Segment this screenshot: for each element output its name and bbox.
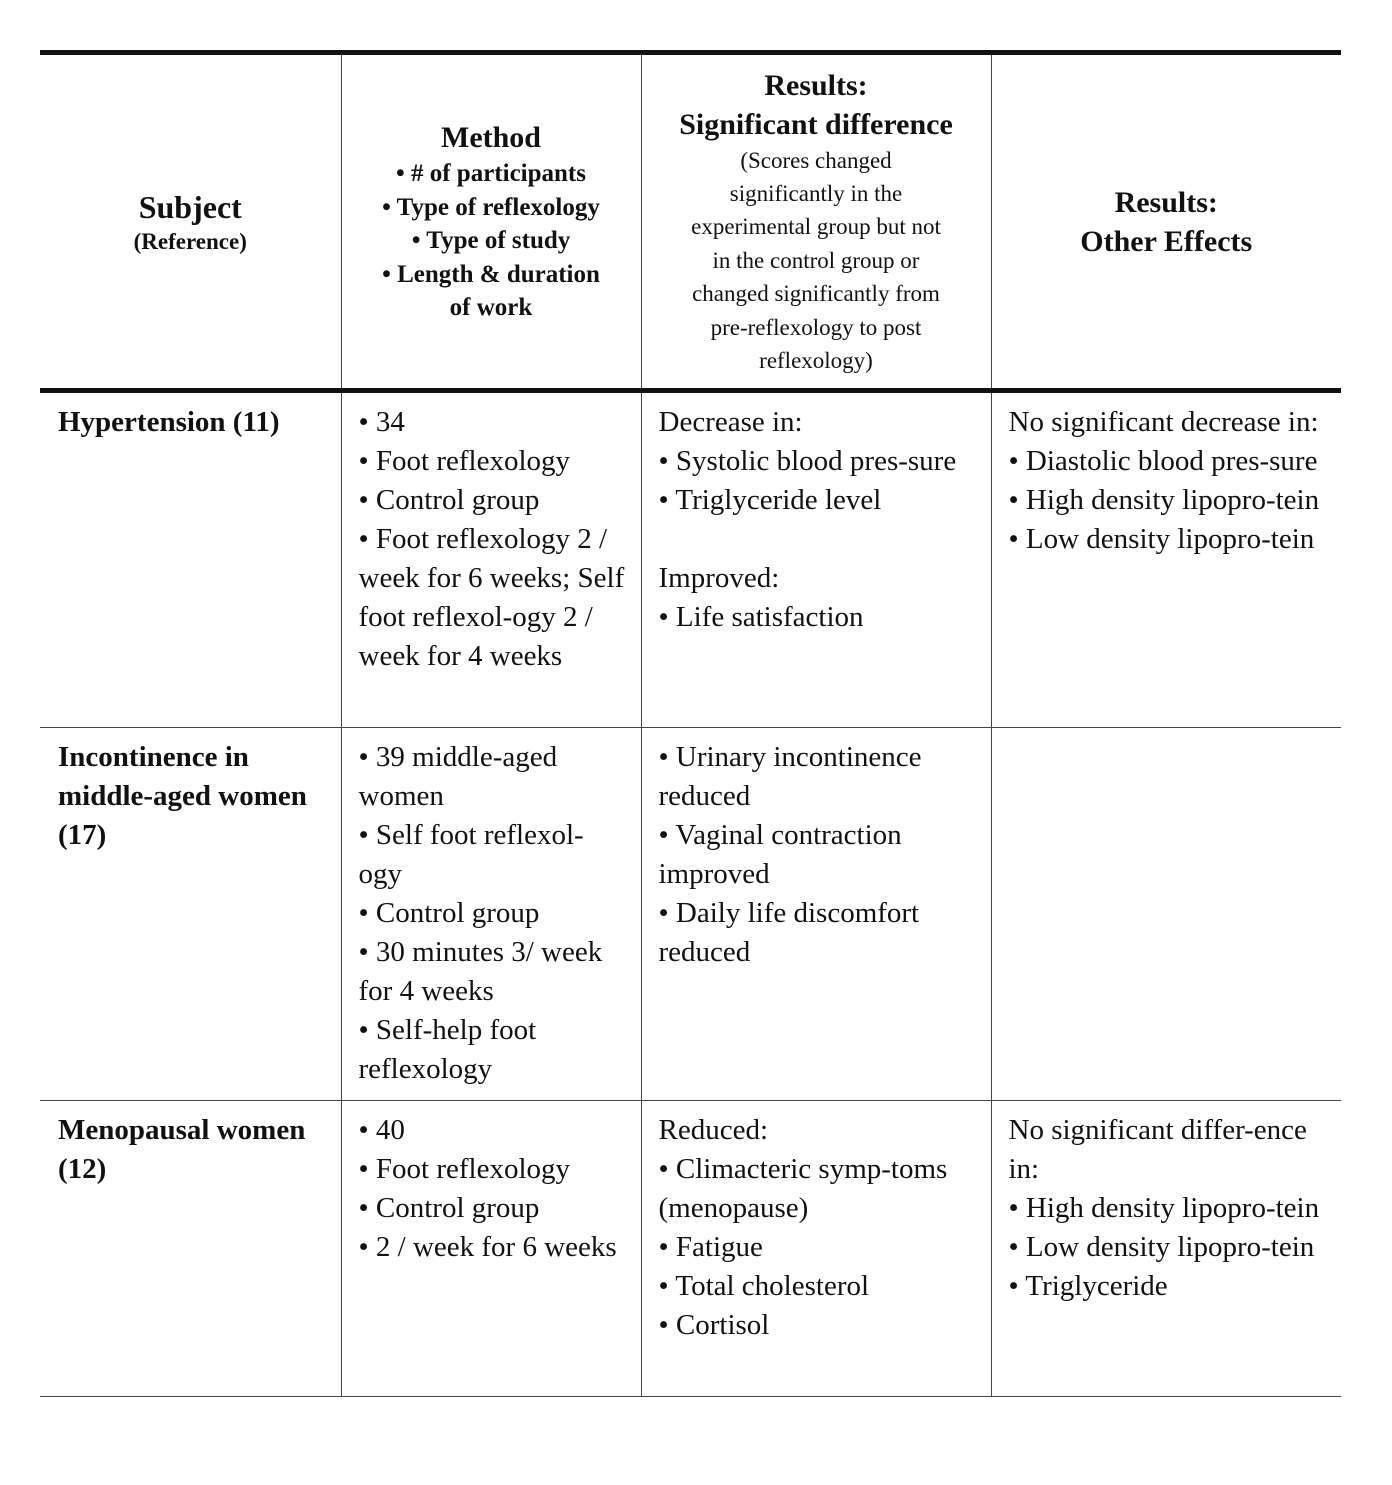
- header-method: Method • # of participants • Type of ref…: [340, 52, 641, 391]
- header-significant-note: significantly in the: [729, 180, 903, 206]
- table-body: Hypertension (11) • 34 • Foot reflexolog…: [40, 390, 1341, 1397]
- method-item: • Self-help foot reflexology: [358, 1014, 537, 1085]
- cell-other: [990, 727, 1341, 1101]
- cell-significant: Reduced: • Climacteric symp-toms (menopa…: [640, 1100, 991, 1397]
- significant-item: • Urinary incontinence reduced: [658, 741, 922, 812]
- other-item: • High density lipopro-tein: [1008, 1192, 1320, 1224]
- header-significant-note: in the control group or: [712, 247, 920, 273]
- cell-other: No significant decrease in: • Diastolic …: [990, 390, 1341, 728]
- significant-item: • Vaginal contraction improved: [658, 819, 902, 890]
- header-significant-note: reflexology): [759, 348, 873, 374]
- other-item: No significant differ-ence in:: [1008, 1114, 1307, 1185]
- significant-item: • Daily life discomfort reduced: [658, 897, 920, 968]
- significant-item: • Climacteric symp-toms (menopause): [658, 1153, 948, 1224]
- cell-subject: Menopausal women (12): [40, 1101, 341, 1397]
- method-item: • Control group: [358, 484, 540, 516]
- header-other-title-1: Results:: [1114, 185, 1218, 219]
- header-method-bullet: of work: [449, 294, 533, 322]
- header-method-bullet: • Type of reflexology: [382, 193, 600, 221]
- header-significant-title-1: Results:: [764, 68, 868, 102]
- method-item: • Control group: [358, 1192, 540, 1224]
- significant-item: • Total cholesterol: [658, 1270, 870, 1302]
- cell-method: • 39 middle-aged women • Self foot refle…: [340, 727, 641, 1101]
- subject-text: Incontinence in middle-aged women (17): [58, 741, 307, 851]
- header-subject-note: (Reference): [133, 228, 247, 254]
- significant-item: Decrease in:: [658, 406, 803, 438]
- method-item: • 39 middle-aged women: [358, 741, 558, 812]
- significant-item: • Cortisol: [658, 1309, 770, 1341]
- header-significant-note: experimental group but not: [691, 214, 941, 240]
- significant-item: • Fatigue: [658, 1231, 763, 1263]
- paragraph-gap: [659, 520, 977, 559]
- header-subject-title: Subject: [138, 188, 242, 225]
- significant-item: • Life satisfaction: [658, 601, 864, 633]
- method-item: • Control group: [358, 897, 540, 929]
- significant-item: Improved:: [658, 562, 780, 594]
- cell-subject: Hypertension (11): [40, 391, 341, 728]
- header-subject: Subject (Reference): [40, 53, 341, 391]
- other-item: No significant decrease in:: [1008, 406, 1319, 438]
- header-other: Results: Other Effects: [990, 52, 1341, 391]
- header-other-title-2: Other Effects: [1080, 224, 1253, 258]
- significant-item: Reduced:: [658, 1114, 769, 1146]
- cell-method: • 40 • Foot reflexology • Control group …: [340, 1100, 641, 1397]
- table-header: Subject (Reference) Method • # of partic…: [40, 52, 1341, 391]
- header-method-bullet: • Length & duration: [382, 260, 600, 288]
- header-significant-note: changed significantly from: [692, 281, 940, 307]
- significant-item: • Triglyceride level: [658, 484, 882, 516]
- cell-other: No significant differ-ence in: • High de…: [990, 1100, 1341, 1397]
- other-item: • Triglyceride: [1008, 1270, 1168, 1302]
- reflexology-results-table: Subject (Reference) Method • # of partic…: [40, 50, 1341, 1397]
- header-row: Subject (Reference) Method • # of partic…: [40, 52, 1341, 391]
- header-significant-note: (Scores changed: [740, 147, 892, 173]
- other-item: • High density lipopro-tein: [1008, 484, 1320, 516]
- cell-method: • 34 • Foot reflexology • Control group …: [340, 390, 641, 728]
- significant-item: • Systolic blood pres-sure: [658, 445, 957, 477]
- cell-significant: Decrease in: • Systolic blood pres-sure …: [640, 390, 991, 728]
- method-item: • Foot reflexology 2 / week for 6 weeks;…: [358, 523, 625, 672]
- header-method-title: Method: [441, 121, 541, 155]
- method-item: • 2 / week for 6 weeks: [358, 1231, 617, 1263]
- subject-text: Menopausal women (12): [58, 1114, 306, 1185]
- header-significant: Results: Significant difference (Scores …: [640, 52, 991, 391]
- subject-text: Hypertension (11): [58, 406, 280, 438]
- reflexology-results-table-container: Subject (Reference) Method • # of partic…: [40, 50, 1341, 1397]
- header-significant-title-2: Significant difference: [679, 107, 953, 141]
- other-item: • Diastolic blood pres-sure: [1008, 445, 1318, 477]
- cell-subject: Incontinence in middle-aged women (17): [40, 728, 341, 1101]
- header-method-bullet: • Type of study: [411, 227, 571, 255]
- table-row: Incontinence in middle-aged women (17) •…: [40, 727, 1341, 1101]
- method-item: • 40: [358, 1114, 405, 1146]
- method-item: • Self foot reflexol-ogy: [358, 819, 584, 890]
- header-significant-note: pre-reflexology to post: [710, 314, 922, 340]
- header-method-bullet: • # of participants: [395, 160, 586, 188]
- method-item: • Foot reflexology: [358, 445, 571, 477]
- other-item: • Low density lipopro-tein: [1008, 523, 1315, 555]
- other-item: • Low density lipopro-tein: [1008, 1231, 1315, 1263]
- table-row: Menopausal women (12) • 40 • Foot reflex…: [40, 1100, 1341, 1397]
- table-row: Hypertension (11) • 34 • Foot reflexolog…: [40, 390, 1341, 728]
- method-item: • 34: [358, 406, 405, 438]
- method-item: • Foot reflexology: [358, 1153, 571, 1185]
- method-item: • 30 minutes 3/ week for 4 weeks: [358, 936, 603, 1007]
- cell-significant: • Urinary incontinence reduced • Vaginal…: [640, 727, 991, 1101]
